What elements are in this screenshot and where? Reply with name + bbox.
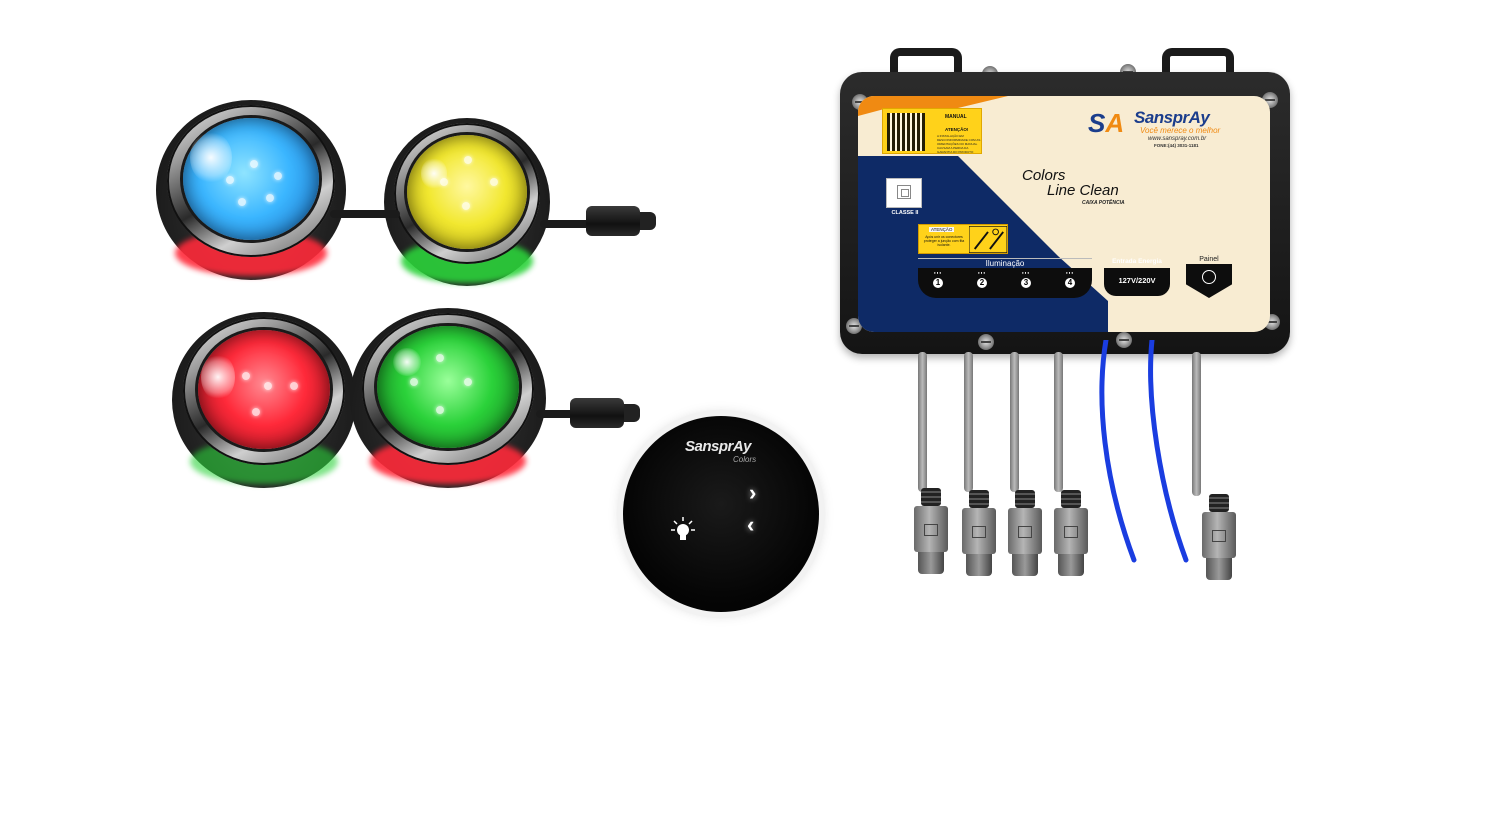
- output-3-bulb-icon: '''3: [1021, 272, 1031, 288]
- voltage-value: 127V/220V: [1118, 276, 1156, 285]
- box-handle-right: [1162, 48, 1234, 88]
- light-lens-yellow: [407, 134, 527, 250]
- touch-control-panel: SansprAy Colors › ‹: [623, 416, 819, 612]
- prev-chevron-icon: ‹: [747, 512, 755, 537]
- light-plug: [570, 398, 624, 428]
- light-plug-tip: [624, 404, 640, 422]
- panel-connector-plug: [1202, 494, 1236, 584]
- brand-name: SansprAy: [1134, 108, 1210, 127]
- output-connector: [1054, 490, 1088, 580]
- output-cable: [918, 352, 927, 492]
- qr-code-icon: [887, 113, 925, 151]
- product-subtitle: CAIXA POTÊNCIA: [1082, 200, 1125, 206]
- light-bulb-icon: [671, 517, 695, 540]
- brand-logo: SA SansprAy Você merece o melhor www.san…: [1088, 106, 1238, 148]
- product-title: Colors Line Clean: [1022, 168, 1119, 198]
- product-title-line1: Colors: [1022, 167, 1066, 184]
- pool-light-yellow: [384, 118, 550, 286]
- manual-notice-text: A INSTALAÇÃO EM DESCONFORMIDADE COM AS O…: [937, 134, 981, 154]
- brand-monogram-a: A: [1105, 108, 1125, 138]
- light-cable: [540, 220, 590, 228]
- pool-light-green: [350, 308, 546, 488]
- power-cables-blue: [1099, 340, 1189, 563]
- brand-website: www.sanspray.com.br: [1148, 136, 1207, 142]
- tape-tool-icon: [969, 226, 1007, 253]
- output-cable: [1010, 352, 1019, 492]
- iluminacao-outputs: '''1 '''2 '''3 '''4: [918, 268, 1092, 298]
- output-4-bulb-icon: '''4: [1065, 272, 1075, 288]
- screw-icon: [1116, 332, 1132, 348]
- panel-brand: SansprAy: [685, 438, 752, 455]
- atencao-label: ATENÇÃO Após unir os conectores proteger…: [918, 224, 1008, 254]
- class-ii-symbol-icon: [886, 178, 922, 208]
- box-handle-left: [890, 48, 962, 88]
- atencao-top-text: ATENÇÃO!: [945, 127, 969, 132]
- brand-monogram-s: S: [1088, 108, 1106, 138]
- manual-qr-label: MANUAL ATENÇÃO! A INSTALAÇÃO EM DESCONFO…: [882, 108, 982, 154]
- output-2-bulb-icon: '''2: [977, 272, 987, 288]
- pool-light-red: [172, 312, 356, 488]
- light-plug: [586, 206, 640, 236]
- output-cable: [1054, 352, 1063, 492]
- box-label-face: SA SansprAy Você merece o melhor www.san…: [858, 96, 1270, 332]
- brand-phone: FONE:(44) 3031-1181: [1154, 143, 1199, 148]
- pool-light-blue: [156, 100, 346, 280]
- brand-slogan: Você merece o melhor: [1140, 126, 1221, 135]
- light-cable: [330, 210, 400, 218]
- brand-monogram: SA: [1088, 108, 1124, 139]
- light-plug-tip: [640, 212, 656, 230]
- atencao-label-text: Após unir os conectores proteger a junçã…: [923, 235, 965, 247]
- power-box: SA SansprAy Você merece o melhor www.san…: [840, 48, 1290, 354]
- output-connector: [1008, 490, 1042, 580]
- light-lens-green: [377, 326, 519, 449]
- screw-icon: [978, 334, 994, 350]
- panel-cable: [1192, 352, 1201, 496]
- painel-label: Painel: [1199, 256, 1219, 263]
- next-chevron-icon: ›: [749, 480, 757, 505]
- panel-subtitle: Colors: [733, 455, 757, 464]
- output-cable: [964, 352, 973, 492]
- class-ii-label: CLASSE II: [891, 210, 919, 216]
- panel-port-icon: [1202, 270, 1216, 284]
- output-1-bulb-icon: '''1: [933, 272, 943, 288]
- manual-label-text: MANUAL: [945, 114, 967, 120]
- output-connector: [962, 490, 996, 580]
- atencao-label-title: ATENÇÃO: [929, 227, 955, 232]
- iluminacao-label: Iluminação: [918, 258, 1092, 270]
- entrada-energia-label: Entrada Energia: [1112, 258, 1162, 265]
- entrada-energia-box: 127V/220V: [1104, 268, 1170, 296]
- output-connector: [914, 488, 948, 578]
- light-cable: [536, 410, 576, 418]
- product-title-line2: Line Clean: [1047, 182, 1119, 199]
